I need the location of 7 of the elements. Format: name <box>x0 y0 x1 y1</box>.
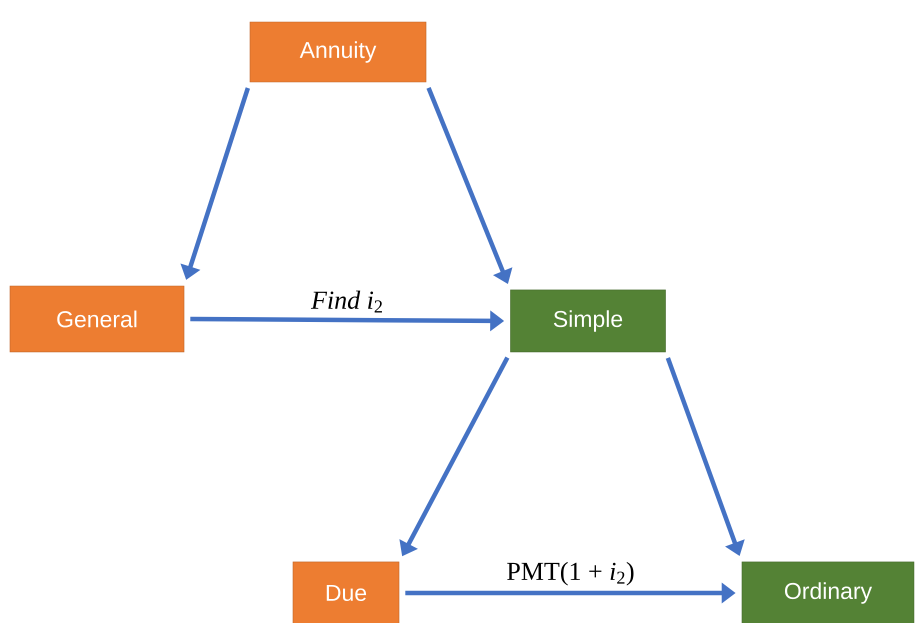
process-box: Simple <box>510 290 666 352</box>
edge-label: PMT(1 + i$_{2}$) <box>507 562 634 586</box>
process-box: Ordinary <box>742 562 914 623</box>
process-box: General <box>10 286 184 352</box>
process-box: Due <box>292 562 400 623</box>
edge-label: Find i$_{2}$ <box>310 290 382 312</box>
process-box: Annuity <box>250 22 426 82</box>
